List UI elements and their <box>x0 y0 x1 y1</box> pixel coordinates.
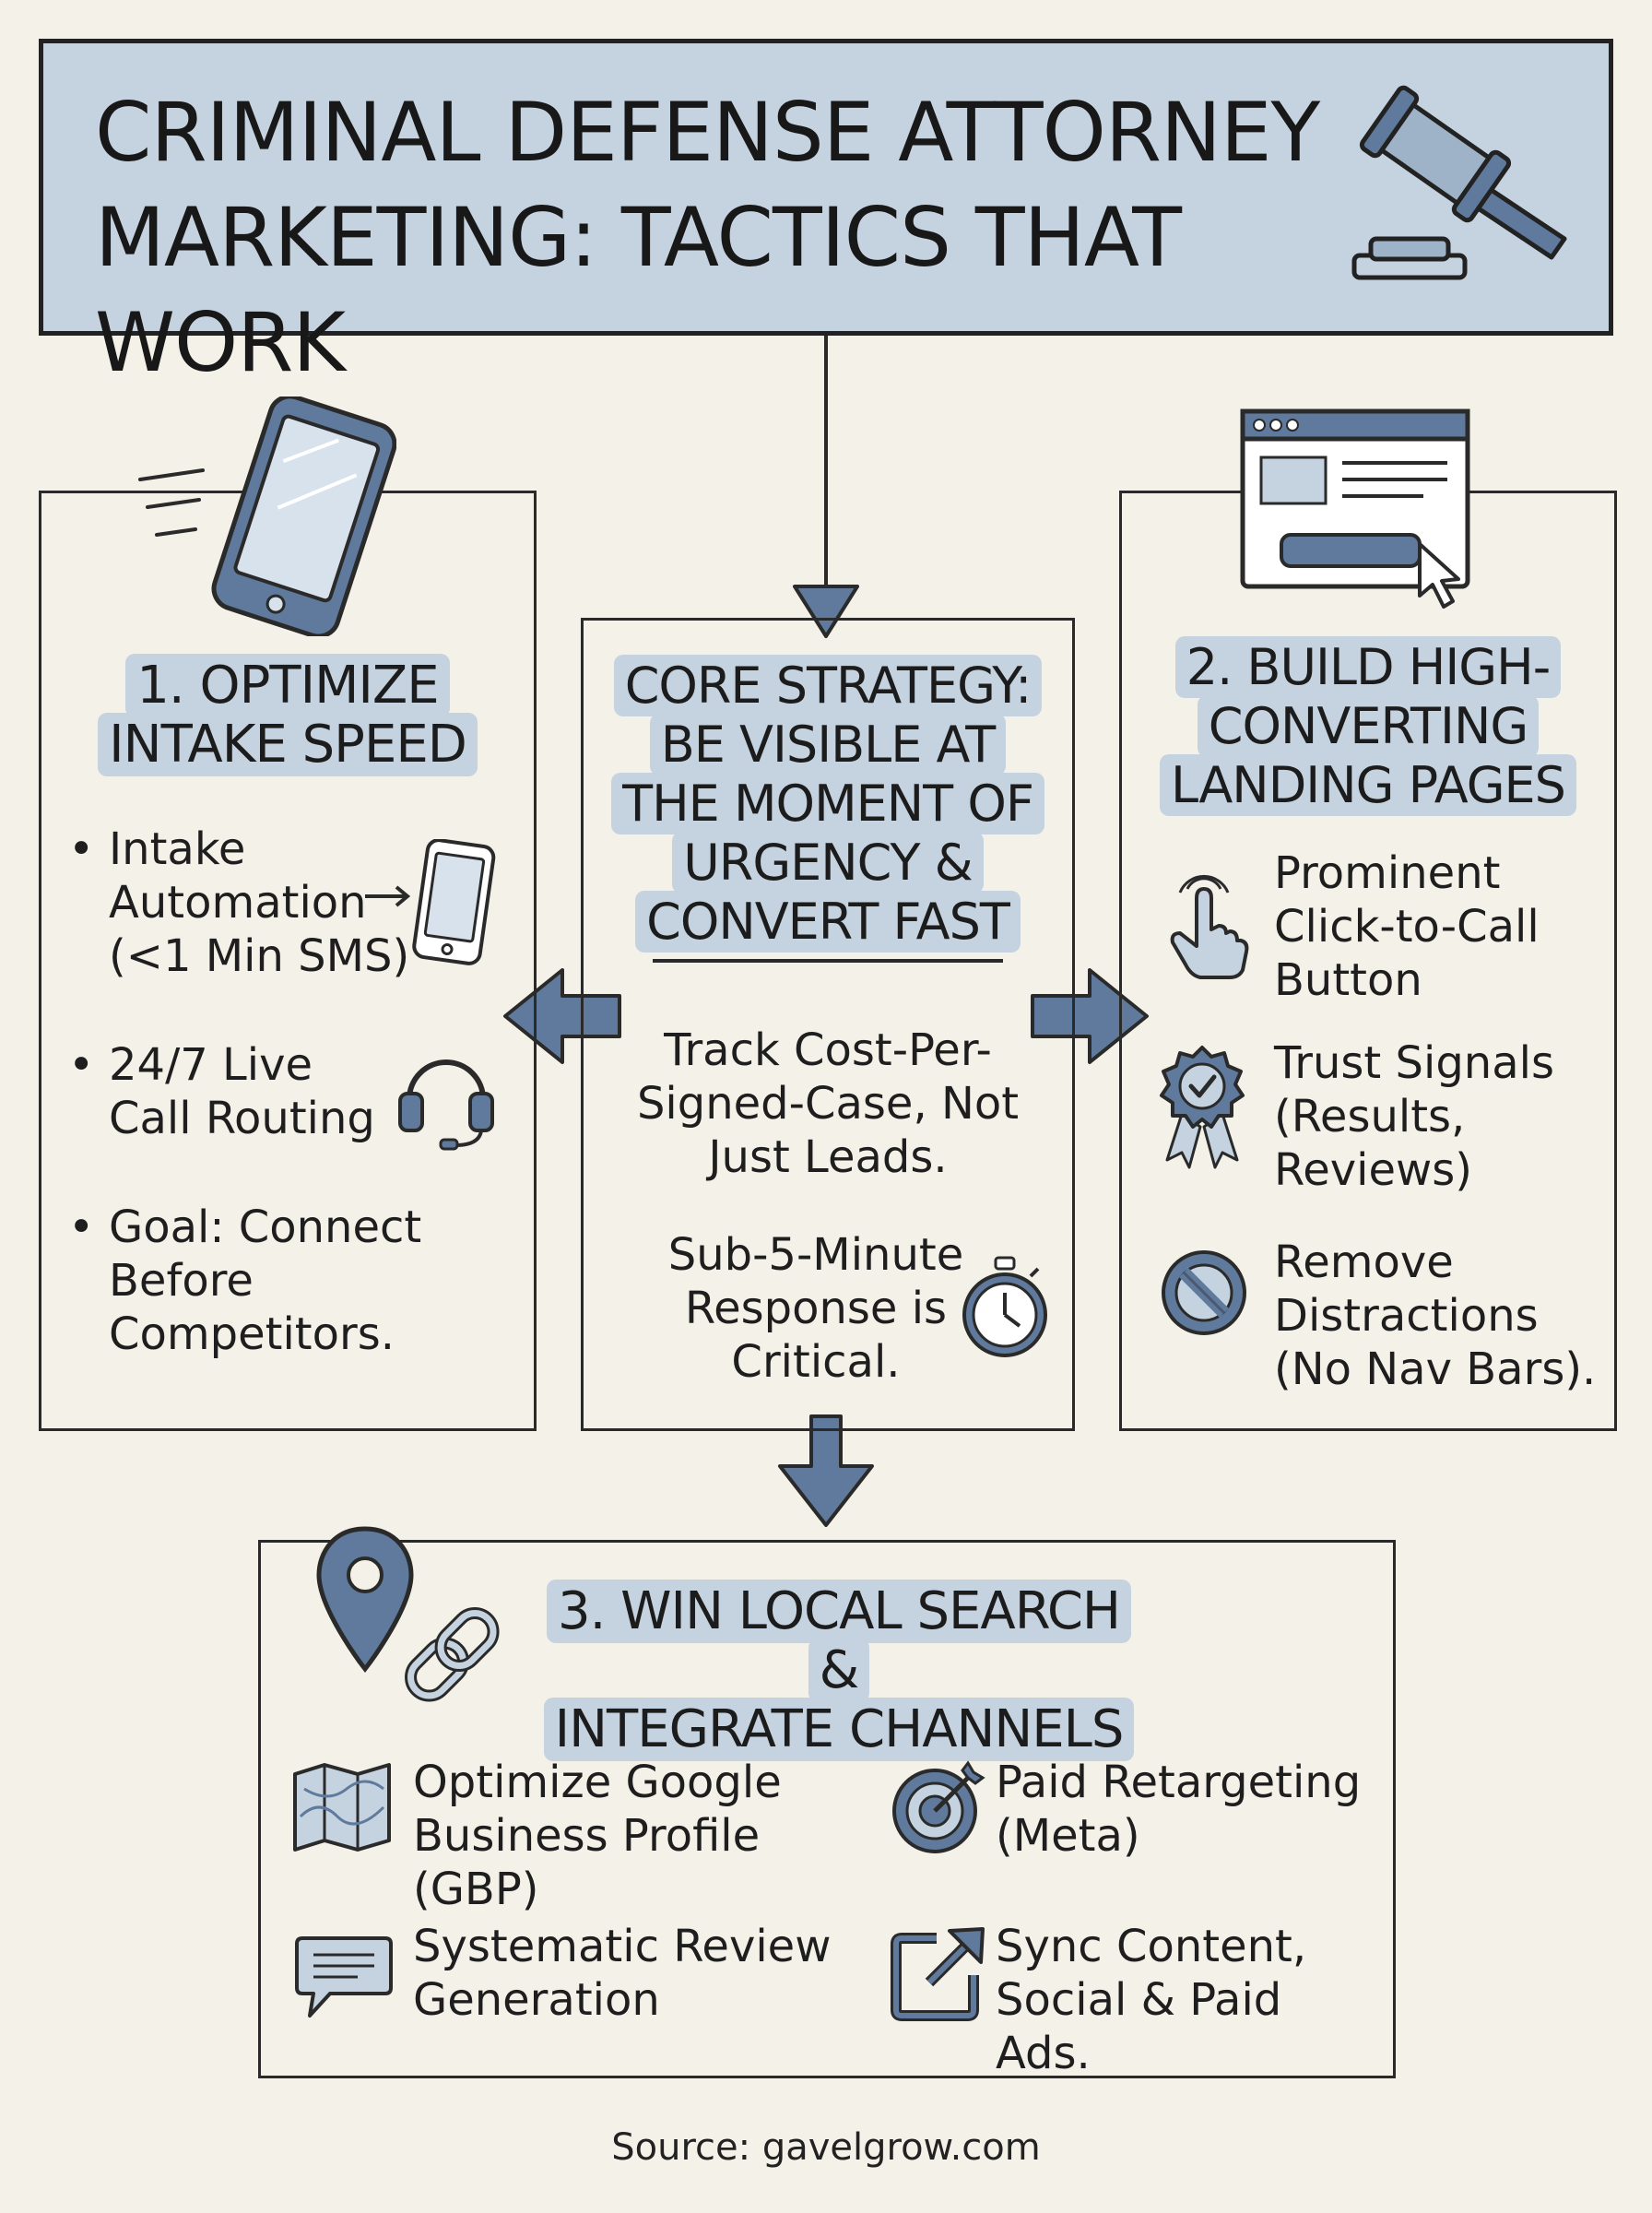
local-search-panel <box>258 1540 1396 2078</box>
location-pin-icon <box>310 1521 420 1678</box>
list-item: Intake Automation (<1 Min SMS) <box>65 822 433 983</box>
chat-bubble-icon <box>293 1931 395 2023</box>
list-item: 24/7 Live Call Routing <box>65 1038 433 1145</box>
response-time-note: Sub-5-Minute Response is Critical. <box>667 1229 964 1388</box>
headset-icon <box>391 1040 502 1151</box>
intake-bullets: Intake Automation (<1 Min SMS) 24/7 Live… <box>65 822 433 1361</box>
gbp-item: Optimize Google Business Profile (GBP) <box>413 1757 782 1915</box>
heading-underline <box>653 959 1003 963</box>
landing-pages-heading: 2. BUILD HIGH- CONVERTING LANDING PAGES <box>1136 636 1600 816</box>
click-to-call-item: Prominent Click-to-Call Button <box>1274 847 1540 1006</box>
list-item: Goal: Connect Before Competitors. <box>65 1201 433 1361</box>
trust-signals-item: Trust Signals (Results, Reviews) <box>1274 1037 1554 1196</box>
gavel-icon <box>1343 80 1592 302</box>
sync-content-item: Sync Content, Social & Paid Ads. <box>996 1921 1307 2079</box>
award-badge-icon <box>1156 1042 1248 1171</box>
title-line-1: CRIMINAL DEFENSE ATTORNEY <box>95 85 1320 180</box>
review-generation-item: Systematic Review Generation <box>413 1921 832 2026</box>
cost-per-case-note: Track Cost-Per- Signed-Case, Not Just Le… <box>636 1024 1020 1183</box>
page-title: CRIMINAL DEFENSE ATTORNEY MARKETING: TAC… <box>95 80 1330 396</box>
title-line-2: MARKETING: TACTICS THAT WORK <box>95 190 1182 390</box>
target-icon <box>889 1756 990 1857</box>
phone-icon <box>361 839 500 968</box>
smartphone-icon <box>129 396 396 636</box>
folded-map-icon <box>291 1761 393 1853</box>
no-entry-icon <box>1158 1247 1250 1339</box>
core-strategy-panel <box>581 618 1075 1431</box>
core-strategy-heading: CORE STRATEGY: BE VISIBLE AT THE MOMENT … <box>590 655 1066 953</box>
local-search-heading: 3. WIN LOCAL SEARCH &INTEGRATE CHANNELS <box>535 1580 1143 1761</box>
retargeting-item: Paid Retargeting (Meta) <box>996 1757 1362 1862</box>
title-banner: CRIMINAL DEFENSE ATTORNEY MARKETING: TAC… <box>39 39 1613 390</box>
source-credit: Source: gavelgrow.com <box>611 2126 1041 2169</box>
browser-window-icon <box>1239 406 1479 627</box>
pointer-hand-icon <box>1163 861 1252 981</box>
external-link-icon <box>889 1922 990 2023</box>
remove-distractions-item: Remove Distractions (No Nav Bars). <box>1274 1237 1597 1395</box>
chain-link-icon <box>393 1595 513 1715</box>
stopwatch-icon <box>959 1254 1051 1365</box>
